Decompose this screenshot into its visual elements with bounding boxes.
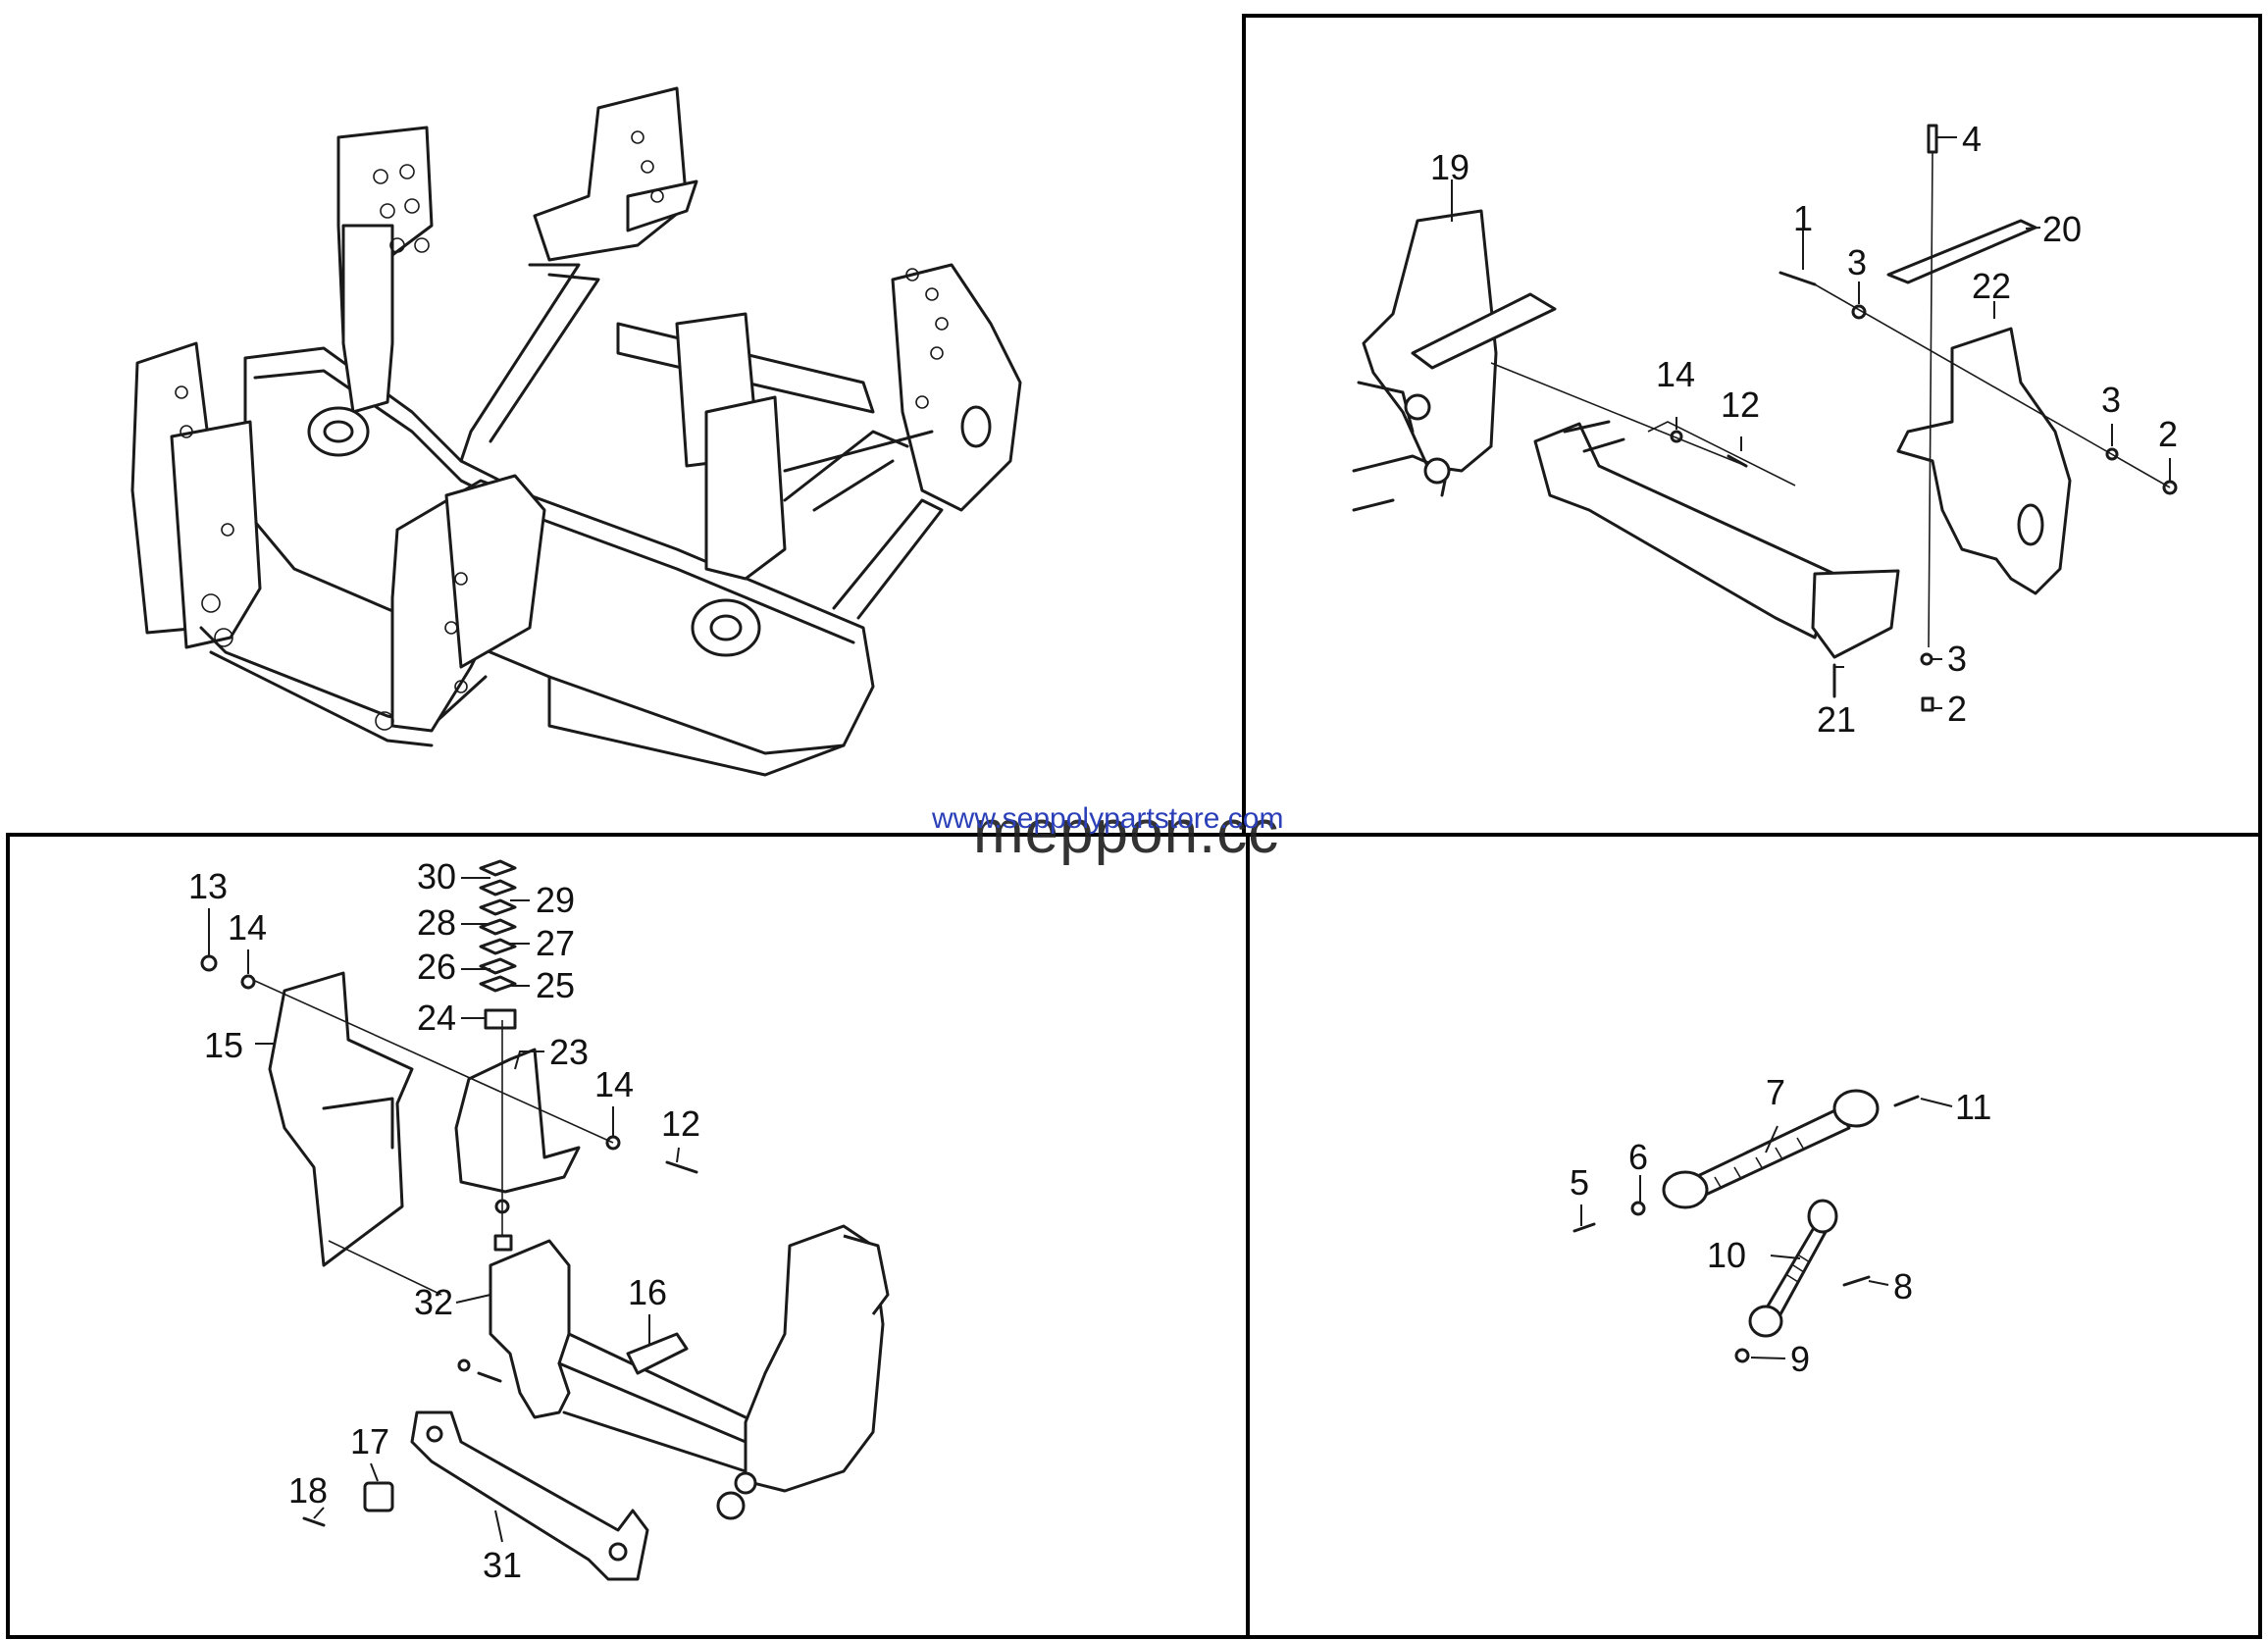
callout-labels: 19 1 3 4 20 22 14 12 3 2 3 2 21 13 14 15… <box>188 119 2178 1585</box>
suspension-assembly-drawing <box>130 86 1022 777</box>
callout-24: 24 <box>417 998 456 1038</box>
callout-30: 30 <box>417 856 456 897</box>
callout-5: 5 <box>1570 1162 1589 1203</box>
callout-2: 2 <box>1947 689 1967 729</box>
callout-21: 21 <box>1817 699 1856 740</box>
callout-27: 27 <box>536 923 575 963</box>
callout-26: 26 <box>417 947 456 987</box>
callout-14: 14 <box>594 1064 634 1104</box>
callout-6: 6 <box>1628 1137 1648 1177</box>
callout-28: 28 <box>417 902 456 943</box>
callout-3: 3 <box>1947 639 1967 679</box>
callout-25: 25 <box>536 965 575 1005</box>
frame-bottom-right <box>1246 833 2262 1639</box>
callout-12: 12 <box>661 1103 700 1144</box>
callout-16: 16 <box>628 1272 667 1312</box>
callout-1: 1 <box>1793 198 1813 238</box>
watermark-url: www.seppolypartstore.com <box>932 802 1284 835</box>
callout-9: 9 <box>1790 1339 1810 1379</box>
callout-14: 14 <box>228 907 267 948</box>
callout-22: 22 <box>1972 266 2011 306</box>
panel-frames <box>6 14 2262 1639</box>
callout-23: 23 <box>549 1032 589 1072</box>
callout-7: 7 <box>1766 1072 1785 1112</box>
callout-19: 19 <box>1430 147 1469 187</box>
callout-32: 32 <box>414 1282 453 1322</box>
torque-rod-detail <box>1572 1089 1920 1363</box>
leader-lines <box>208 136 2171 1543</box>
frame-top-right <box>1242 14 2262 837</box>
rear-hanger-detail <box>1352 124 2178 712</box>
bracket-exploded-view <box>200 859 890 1581</box>
callout-31: 31 <box>483 1545 522 1585</box>
callout-2: 2 <box>2158 414 2178 454</box>
callout-3: 3 <box>1847 242 1867 282</box>
callout-12: 12 <box>1721 384 1760 425</box>
callout-4: 4 <box>1962 119 1982 159</box>
callout-18: 18 <box>288 1470 328 1511</box>
watermark-brand: meppon.cc <box>973 798 1280 866</box>
callout-14: 14 <box>1656 354 1695 394</box>
callout-17: 17 <box>350 1421 389 1461</box>
callout-11: 11 <box>1955 1087 1991 1127</box>
callout-29: 29 <box>536 880 575 920</box>
callout-15: 15 <box>204 1025 243 1065</box>
callout-8: 8 <box>1893 1266 1913 1307</box>
callout-3: 3 <box>2101 380 2121 420</box>
callout-20: 20 <box>2042 209 2082 249</box>
callout-13: 13 <box>188 866 228 906</box>
callout-10: 10 <box>1707 1235 1746 1275</box>
